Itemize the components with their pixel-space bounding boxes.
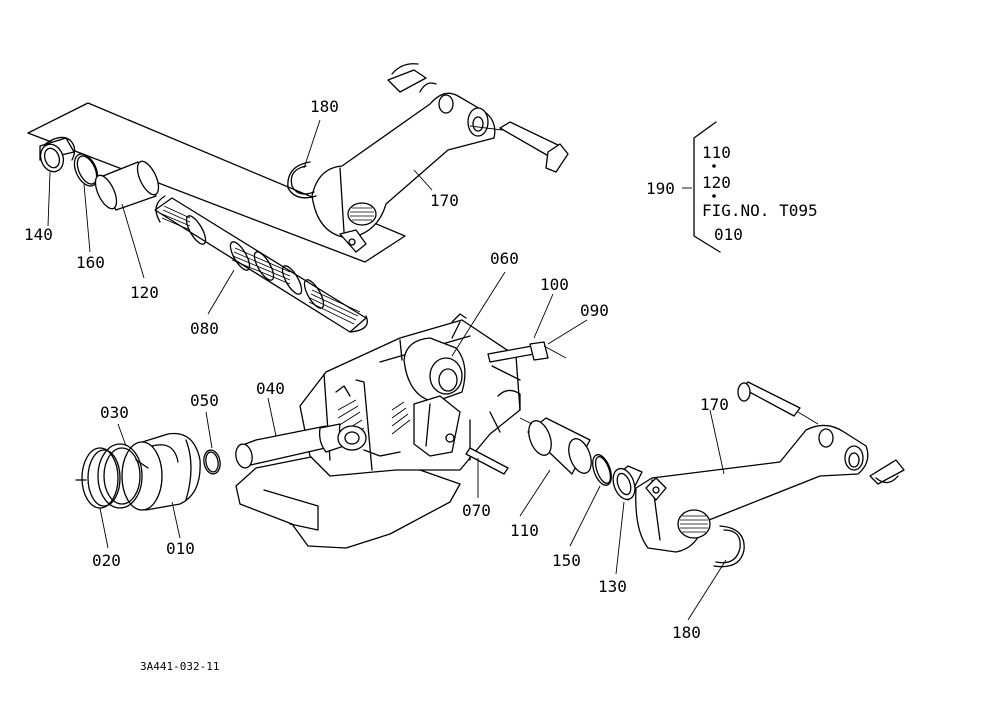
collar-130 bbox=[612, 465, 643, 501]
label-170-lower: 170 bbox=[700, 395, 729, 414]
label-140: 140 bbox=[24, 225, 53, 244]
collar-140 bbox=[39, 136, 76, 173]
part-labels: 140 160 120 080 180 170 060 100 090 040 … bbox=[24, 97, 729, 642]
label-050: 050 bbox=[190, 391, 219, 410]
cylinder-010 bbox=[121, 432, 201, 511]
drawing-code: 3A441-032-11 bbox=[140, 660, 219, 673]
ring-030 bbox=[97, 443, 149, 509]
circlip-180-upper bbox=[287, 161, 317, 199]
kit-item-0: 110 bbox=[702, 143, 731, 162]
label-080: 080 bbox=[190, 319, 219, 338]
label-010: 010 bbox=[166, 539, 195, 558]
lift-arm-170-upper bbox=[311, 63, 569, 253]
splined-shaft-080 bbox=[154, 195, 368, 333]
label-180-lower: 180 bbox=[672, 623, 701, 642]
pin-070 bbox=[465, 447, 509, 475]
shaft-assembly-outline bbox=[27, 102, 406, 263]
circlip-180-lower bbox=[713, 525, 745, 568]
leader-lines bbox=[47, 119, 727, 621]
bushing-110 bbox=[519, 417, 592, 475]
label-090: 090 bbox=[580, 301, 609, 320]
bushing-120 bbox=[94, 160, 160, 211]
lift-arm-170-lower bbox=[635, 381, 905, 553]
snap-ring-160 bbox=[73, 153, 99, 187]
label-070: 070 bbox=[462, 501, 491, 520]
kit-dot-1 bbox=[712, 194, 716, 198]
piston-040 bbox=[235, 423, 367, 469]
label-180-upper: 180 bbox=[310, 97, 339, 116]
label-130: 130 bbox=[598, 577, 627, 596]
label-030: 030 bbox=[100, 403, 129, 422]
label-040: 040 bbox=[256, 379, 285, 398]
snap-ring-150 bbox=[592, 454, 612, 486]
kit-dot-0 bbox=[712, 164, 716, 168]
kit-item-1: 120 bbox=[702, 173, 731, 192]
kit-number: 190 bbox=[646, 179, 675, 198]
label-170-upper: 170 bbox=[430, 191, 459, 210]
label-150: 150 bbox=[552, 551, 581, 570]
kit-item-3: 010 bbox=[714, 225, 743, 244]
label-120: 120 bbox=[130, 283, 159, 302]
bolt-090 bbox=[487, 341, 567, 363]
label-110: 110 bbox=[510, 521, 539, 540]
kit-item-2: FIG.NO. T095 bbox=[702, 201, 818, 220]
label-160: 160 bbox=[76, 253, 105, 272]
label-020: 020 bbox=[92, 551, 121, 570]
kit-reference-190: 190 110 120 FIG.NO. T095 010 bbox=[646, 121, 818, 253]
label-100: 100 bbox=[540, 275, 569, 294]
o-ring-050 bbox=[203, 449, 221, 475]
label-060: 060 bbox=[490, 249, 519, 268]
